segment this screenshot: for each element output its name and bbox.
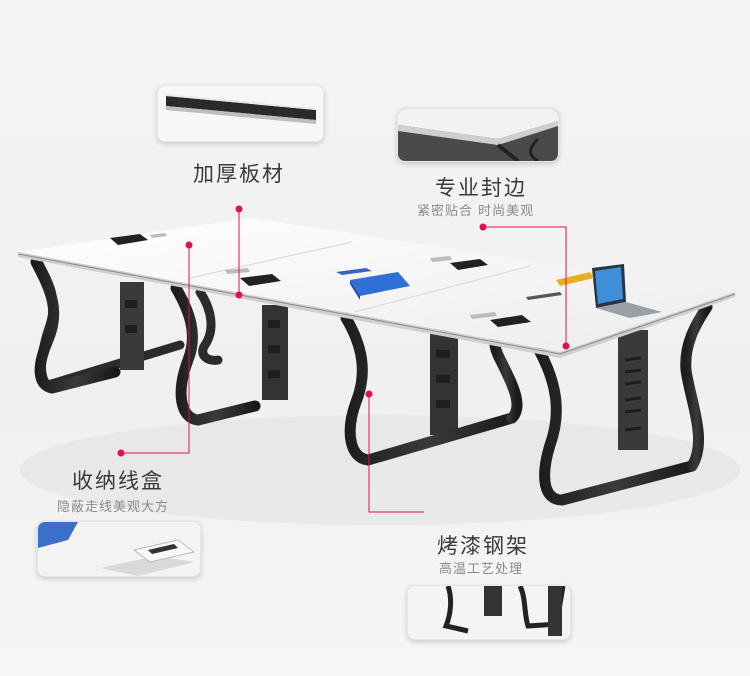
inset-steel-frame [407, 585, 571, 640]
marker-cable-box [117, 449, 125, 457]
cable-box-title: 收纳线盒 [72, 469, 164, 493]
steel-frame-title: 烤漆钢架 [437, 534, 529, 558]
desk-items [110, 233, 662, 327]
edge-banding-title: 专业封边 [435, 176, 527, 200]
marker-cable-box-end [185, 241, 193, 249]
cable-box-subtitle: 隐蔽走线美观大方 [57, 500, 170, 515]
inset-cable-box [37, 521, 201, 577]
steel-frame-subtitle: 高温工艺处理 [439, 562, 524, 577]
inset-edge-banding [397, 108, 559, 162]
cable-columns [120, 282, 648, 450]
callout-lines [121, 209, 567, 513]
laptop [592, 264, 662, 318]
marker-steel-frame [365, 390, 373, 398]
thick-board-title: 加厚板材 [193, 162, 285, 186]
inset-thick-board [157, 85, 324, 142]
edge-banding-subtitle: 紧密贴合 时尚美观 [417, 204, 535, 219]
marker-edge-banding [479, 223, 487, 231]
marker-thick-board [235, 205, 243, 213]
marker-edge-banding-end [562, 342, 570, 350]
marker-thick-board-end [235, 291, 243, 299]
